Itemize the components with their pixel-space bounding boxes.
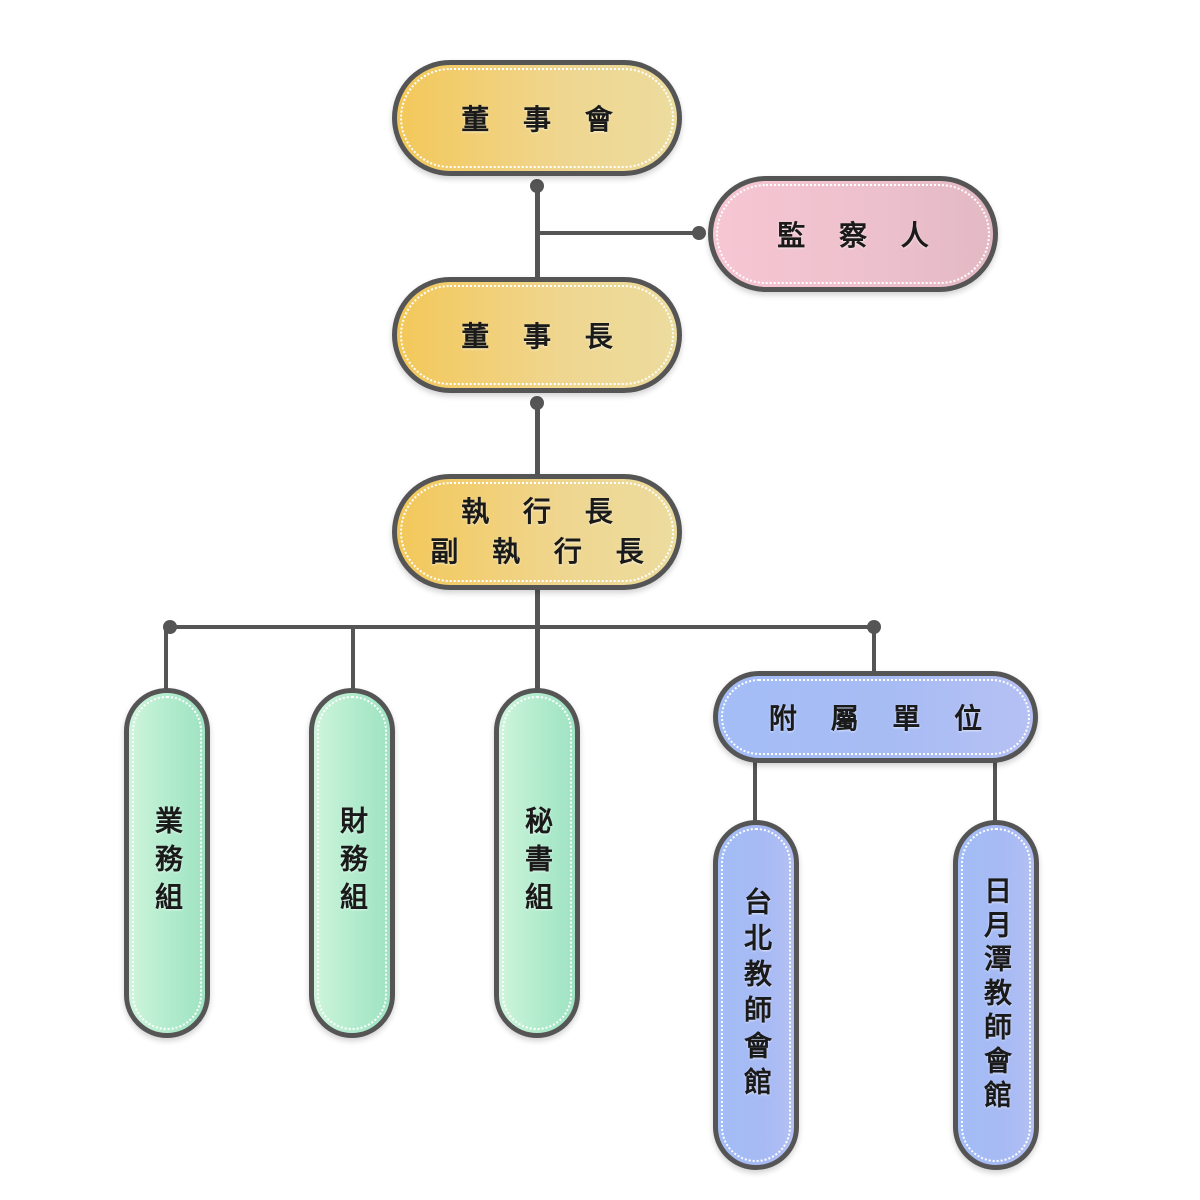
secretary-dept-node: 秘書組: [494, 688, 580, 1038]
chairman-label: 董 事 長: [461, 320, 625, 353]
affiliates-node: 附 屬 單 位: [713, 671, 1038, 763]
board-label: 董 事 會: [461, 103, 625, 136]
secretary-dept-label: 秘書組: [521, 806, 554, 920]
finance-dept-label: 財務組: [336, 806, 369, 920]
connector-to-sunmoonlake: [993, 760, 997, 825]
connector-to-supervisor: [537, 231, 699, 235]
junction-dot: [867, 620, 881, 634]
supervisor-node: 監 察 人: [708, 176, 998, 292]
connector-chairman-ceo: [535, 403, 540, 475]
finance-dept-node: 財務組: [309, 688, 395, 1038]
connector-to-business: [164, 627, 168, 693]
connector-horizontal-bar: [170, 625, 874, 629]
junction-dot: [530, 179, 544, 193]
deputy-ceo-label: 副 執 行 長: [430, 535, 656, 568]
business-dept-label: 業務組: [151, 806, 184, 920]
connector-to-affiliates: [872, 627, 876, 673]
board-node: 董 事 會: [392, 60, 682, 176]
sunmoonlake-hall-node: 日月潭教師會館: [953, 820, 1039, 1170]
taipei-hall-label: 台北教師會館: [740, 887, 773, 1103]
ceo-label: 執 行 長: [461, 495, 625, 528]
business-dept-node: 業務組: [124, 688, 210, 1038]
chairman-node: 董 事 長: [392, 277, 682, 393]
connector-ceo-trunk: [535, 588, 540, 693]
ceo-node: 執 行 長 副 執 行 長: [392, 474, 682, 590]
junction-dot: [692, 226, 706, 240]
supervisor-label: 監 察 人: [777, 219, 941, 252]
affiliates-label: 附 屬 單 位: [768, 702, 995, 735]
connector-to-taipei: [753, 760, 757, 825]
sunmoonlake-hall-label: 日月潭教師會館: [980, 876, 1013, 1114]
junction-dot: [530, 396, 544, 410]
connector-to-finance: [351, 627, 355, 693]
junction-dot: [163, 620, 177, 634]
taipei-hall-node: 台北教師會館: [713, 820, 799, 1170]
